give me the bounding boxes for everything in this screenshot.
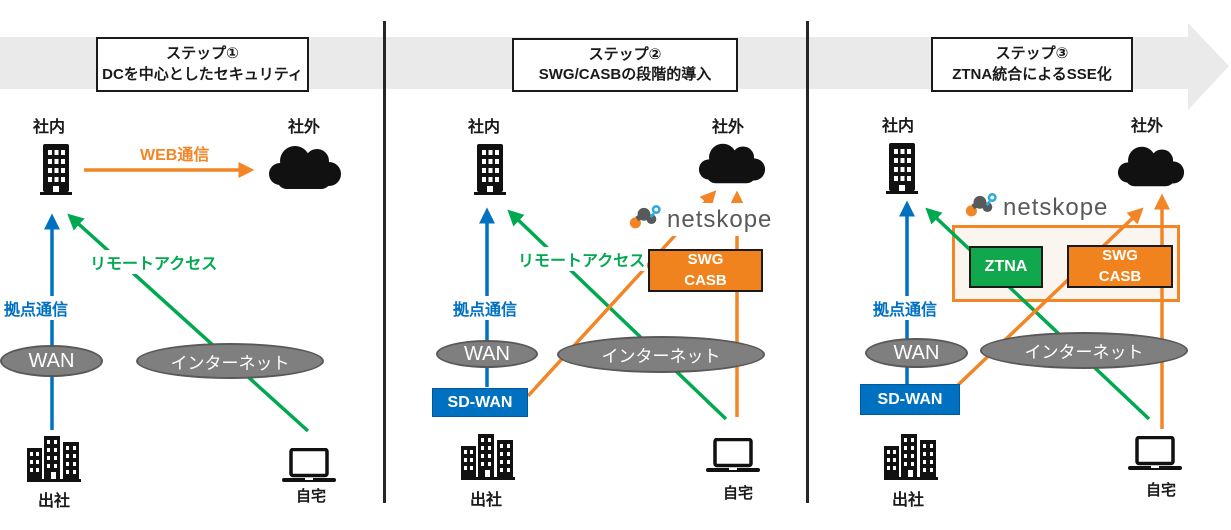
wan-label-3: WAN [893, 341, 940, 364]
home-label-1: 自宅 [294, 485, 329, 506]
casb-label-2: CASB [684, 271, 727, 289]
remote-access-label-2: リモートアクセス [516, 247, 648, 271]
ztna-label-3: ZTNA [984, 258, 1028, 275]
sdwan-box-3: SD-WAN [860, 384, 960, 415]
swg-label-3: SWG [1102, 247, 1138, 265]
netskope-wordmark-3: netskope [1003, 193, 1109, 221]
netskope-logo-2: netskope [626, 203, 776, 236]
home-label-2: 自宅 [721, 482, 756, 503]
internal-label-3: 社内 [880, 112, 917, 136]
web-traffic-label-1: WEB通信 [138, 141, 212, 165]
internal-label-1: 社内 [31, 113, 68, 137]
step3-title-line1: ステップ③ [995, 45, 1069, 63]
step3-header: ステップ③ ZTNA統合によるSSE化 [931, 37, 1133, 92]
cloud-icon-2 [698, 141, 766, 185]
casb-label-3: CASB [1098, 267, 1142, 285]
branch-traffic-label-2: 拠点通信 [451, 296, 520, 320]
home-label-3: 自宅 [1144, 479, 1179, 500]
sdwan-box-2: SD-WAN [432, 388, 528, 417]
remote-access-arrow-3 [925, 207, 1151, 421]
ztna-box-3: ZTNA [969, 246, 1043, 288]
wan-node-2: WAN [436, 340, 538, 368]
sdwan-label-3: SD-WAN [877, 390, 943, 408]
step3-title-line2: ZTNA統合によるSSE化 [952, 65, 1112, 83]
step2-header: ステップ② SWG/CASBの段階的導入 [512, 38, 738, 92]
external-label-1: 社外 [286, 113, 323, 137]
office-building-icon-1 [40, 142, 72, 196]
internet-node-1: インターネット [136, 343, 324, 379]
office-district-icon-2 [461, 432, 515, 480]
office-building-icon-3 [886, 141, 918, 195]
cloud-icon-3 [1117, 144, 1185, 188]
netskope-logo-3: netskope [962, 191, 1112, 224]
netskope-logo-icon-2 [629, 204, 661, 235]
netskope-wordmark-2: netskope [667, 205, 773, 233]
laptop-icon-3 [1128, 435, 1182, 472]
wan-node-3: WAN [865, 338, 968, 368]
office-label-1: 出社 [36, 487, 73, 511]
remote-access-arrow-2 [507, 209, 728, 421]
swg-casb-box-2: SWG CASB [648, 249, 763, 292]
external-label-3: 社外 [1129, 112, 1166, 136]
wan-label-1: WAN [28, 349, 75, 372]
internet-label-3: インターネット [1024, 343, 1144, 362]
internet-node-3: インターネット [980, 332, 1188, 369]
panel-divider-2 [806, 21, 809, 503]
external-label-2: 社外 [710, 113, 747, 137]
swg-casb-box-3: SWG CASB [1067, 245, 1173, 288]
swg-label-2: SWG [687, 251, 724, 269]
step1-title-line1: ステップ① [166, 45, 239, 63]
step2-title-line1: ステップ② [588, 45, 662, 63]
sdwan-label-2: SD-WAN [447, 393, 513, 411]
office-label-2: 出社 [468, 486, 505, 510]
step1-header: ステップ① DCを中心としたセキュリティ [96, 37, 309, 92]
office-label-3: 出社 [890, 486, 927, 510]
branch-traffic-label-1: 拠点通信 [2, 296, 71, 320]
cloud-icon-1 [268, 144, 342, 190]
office-building-icon-2 [474, 142, 506, 196]
wan-node-1: WAN [0, 345, 103, 377]
step2-title-line2: SWG/CASBの段階的導入 [538, 66, 712, 83]
step1-title-line2: DCを中心としたセキュリティ [102, 65, 303, 83]
panel-divider-1 [383, 21, 386, 503]
laptop-icon-1 [282, 447, 336, 484]
office-district-icon-1 [27, 434, 81, 482]
branch-traffic-label-3: 拠点通信 [871, 296, 940, 320]
internal-label-2: 社内 [466, 113, 503, 137]
wan-label-2: WAN [464, 342, 510, 365]
internet-node-2: インターネット [557, 336, 765, 373]
internet-label-2: インターネット [601, 347, 721, 366]
laptop-icon-2 [706, 437, 760, 474]
netskope-logo-icon-3 [965, 192, 997, 223]
internet-label-1: インターネット [170, 353, 290, 373]
office-district-icon-3 [884, 432, 938, 480]
remote-access-label-1: リモートアクセス [88, 250, 220, 274]
